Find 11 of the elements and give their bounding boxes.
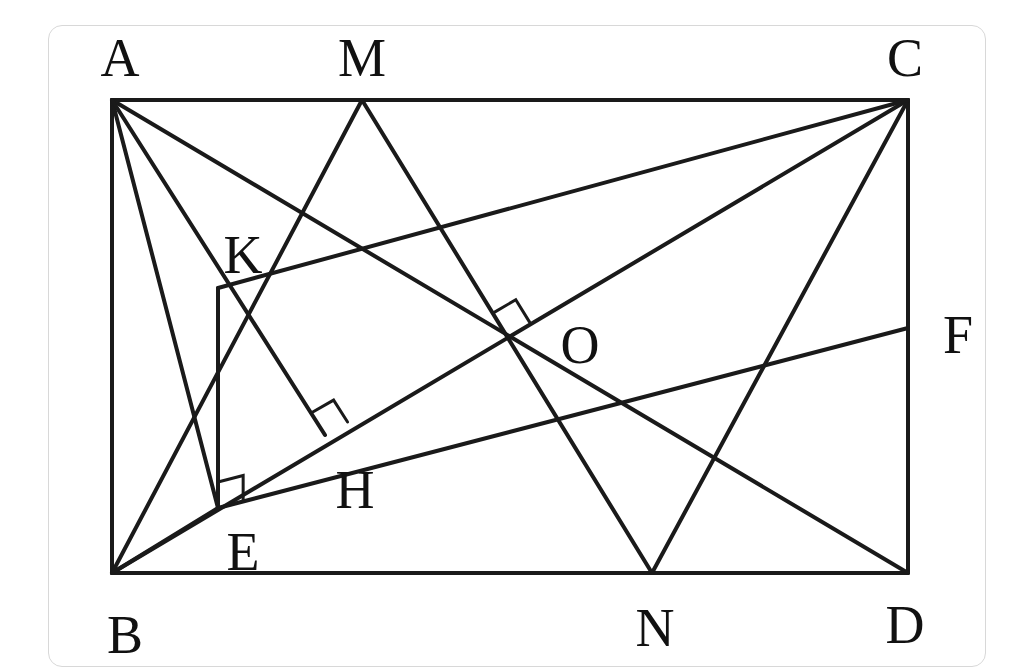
point-label: O — [560, 318, 600, 372]
point-label: E — [226, 525, 260, 579]
point-label: C — [887, 31, 923, 85]
point-label: M — [338, 31, 386, 85]
point-label: N — [635, 601, 675, 655]
point-label: F — [943, 308, 973, 362]
point-label: H — [335, 463, 375, 517]
point-label: A — [100, 31, 140, 85]
point-label: K — [223, 228, 263, 282]
point-label: B — [107, 608, 143, 662]
point-label: D — [885, 598, 925, 652]
